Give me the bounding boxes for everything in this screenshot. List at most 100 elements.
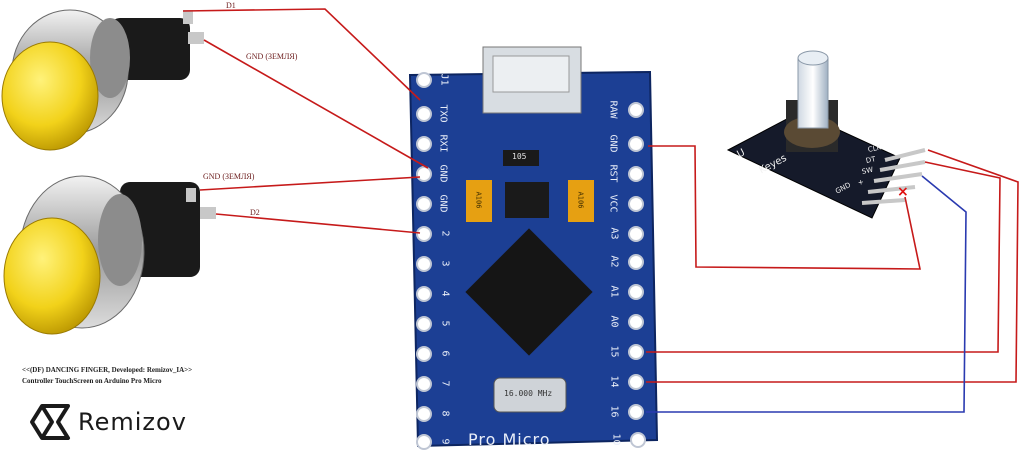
capacitor-left-label: A106 <box>474 191 483 209</box>
wire-label-gnd-top: GND (ЗЕМЛЯ) <box>246 52 298 61</box>
right-pin-holes <box>628 102 646 448</box>
capacitor-right <box>568 180 594 222</box>
pin-hole <box>628 314 644 330</box>
pin-label-10: 10 <box>610 433 622 446</box>
push-button-top <box>1 9 204 151</box>
wire-encoder-sw <box>646 175 967 413</box>
wire-label-gnd-mid: GND (ЗЕМЛЯ) <box>203 172 255 181</box>
push-button-bottom <box>3 175 216 335</box>
pin-label-gnd-1: GND <box>437 164 449 183</box>
pin-hole <box>628 102 644 118</box>
pin-label-vcc: VCC <box>607 194 619 213</box>
pin-label-a1: A1 <box>608 285 620 298</box>
wire-gnd-top <box>203 39 429 169</box>
pin-hole <box>628 254 644 270</box>
encoder-pin-plus: + <box>857 177 865 187</box>
pin-label-gnd-r: GND <box>607 134 619 153</box>
not-connected-mark: × <box>897 184 909 200</box>
pin-label-9: 9 <box>439 438 451 445</box>
encoder-pin <box>879 160 926 172</box>
pin-label-7: 7 <box>439 380 451 387</box>
pin-hole <box>628 196 644 212</box>
board-name: Pro Micro <box>468 430 551 449</box>
small-chip <box>505 182 549 218</box>
regulator-chip <box>503 150 539 166</box>
pin-hole <box>416 166 432 182</box>
button-terminal <box>200 207 216 219</box>
pin-label-5: 5 <box>439 320 451 327</box>
pin-label-rst: RST <box>607 164 619 183</box>
pin-hole <box>630 432 646 448</box>
pin-label-14: 14 <box>608 375 620 388</box>
pin-label-a2: A2 <box>608 255 620 268</box>
pin-hole <box>628 226 644 242</box>
pin-hole <box>416 136 432 152</box>
pro-micro-board <box>408 46 659 450</box>
pin-label-a0: A0 <box>608 315 620 328</box>
pin-hole <box>416 286 432 302</box>
encoder-pin <box>884 148 926 162</box>
pin-hole <box>416 256 432 272</box>
pin-label-16: 16 <box>608 405 620 418</box>
wire-label-d1: D1 <box>226 1 236 10</box>
crystal-oscillator <box>493 377 567 413</box>
remizov-logo-icon <box>30 404 70 440</box>
wires <box>182 8 1019 413</box>
capacitor-right-label: A106 <box>576 191 585 209</box>
encoder-pin <box>861 198 906 205</box>
pin-label-txo: TXO <box>437 104 449 123</box>
pin-hole <box>416 406 432 422</box>
pin-hole <box>416 434 432 450</box>
wire-encoder-gnd <box>648 145 921 270</box>
microcontroller-chip <box>465 228 593 356</box>
brand-name: Remizov <box>78 408 187 436</box>
pin-hole <box>628 344 644 360</box>
pin-hole <box>416 196 432 212</box>
encoder-shaft-top <box>797 50 829 66</box>
encoder-shaft <box>797 57 829 129</box>
brand-logo: Remizov <box>28 402 208 446</box>
pin-hole <box>628 136 644 152</box>
wire-encoder-dt <box>646 161 1001 353</box>
pin-label-gnd-2: GND <box>437 194 449 213</box>
pin-hole <box>628 284 644 300</box>
wire-encoder-clk <box>646 149 1019 383</box>
caption-line-2: Controller TouchScreen on Arduino Pro Mi… <box>22 377 162 385</box>
pin-hole <box>628 374 644 390</box>
pin-label-4: 4 <box>439 290 451 297</box>
pin-hole <box>416 106 432 122</box>
pin-hole <box>628 166 644 182</box>
regulator-label: 105 <box>512 152 527 161</box>
pin-label-15: 15 <box>608 345 620 358</box>
pin-label-rxi: RXI <box>437 134 449 153</box>
wire-d1 <box>182 8 421 101</box>
pin-hole <box>416 316 432 332</box>
caption-line-1: <<(DF) DANCING FINGER, Developed: Remizo… <box>22 366 193 374</box>
pin-label-raw: RAW <box>607 100 619 119</box>
button-cap <box>3 217 101 335</box>
wire-d2 <box>215 213 421 234</box>
wire-gnd-mid <box>199 176 421 191</box>
rotary-encoder-module: × <box>726 50 926 219</box>
pin-hole <box>416 376 432 392</box>
pin-hole <box>416 226 432 242</box>
button-terminal <box>186 188 196 202</box>
encoder-pin <box>873 172 923 183</box>
pin-label-8: 8 <box>439 410 451 417</box>
pin-hole <box>416 346 432 362</box>
button-cap <box>1 41 99 151</box>
button-terminal <box>183 10 193 24</box>
pin-label-2: 2 <box>439 230 451 237</box>
encoder-pin <box>867 185 916 194</box>
pin-label-6: 6 <box>439 350 451 357</box>
button-ring <box>90 18 130 98</box>
button-ring <box>98 194 142 286</box>
pin-label-a3: A3 <box>608 227 620 240</box>
button-body <box>110 18 190 80</box>
capacitor-left <box>466 180 492 222</box>
left-pin-holes <box>416 72 432 450</box>
pin-label-j1: J1 <box>438 73 450 86</box>
pin-hole <box>416 72 432 88</box>
crystal-label: 16.000 MHz <box>504 389 553 398</box>
